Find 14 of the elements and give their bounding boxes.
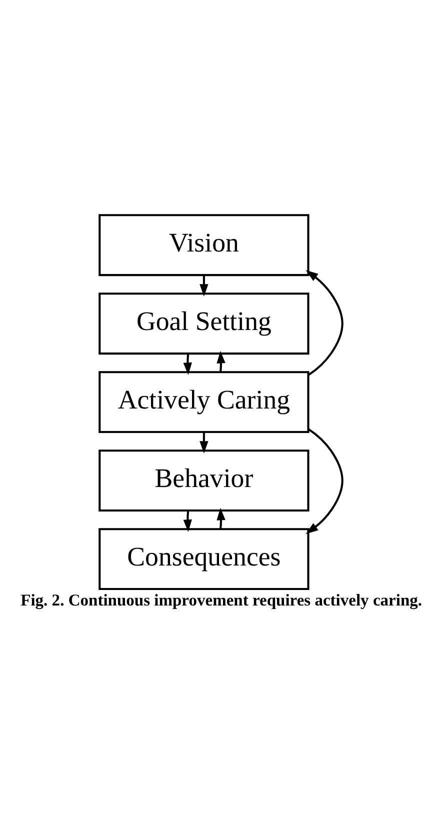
arrow <box>216 350 226 372</box>
arrow <box>200 432 208 454</box>
arrow <box>183 354 192 376</box>
arrow <box>216 508 226 529</box>
arrow <box>200 275 208 297</box>
arrow <box>183 510 192 532</box>
node-box: Consequences <box>98 528 310 590</box>
caption: Fig. 2. Continuous improvement requires actively caring. <box>20 590 422 610</box>
node-box: Vision <box>98 214 310 276</box>
node-box: Goal Setting <box>98 292 310 355</box>
node-box: Actively Caring <box>98 371 310 434</box>
arrow <box>306 428 344 534</box>
node-box: Behavior <box>98 450 310 512</box>
arrow <box>306 270 344 376</box>
